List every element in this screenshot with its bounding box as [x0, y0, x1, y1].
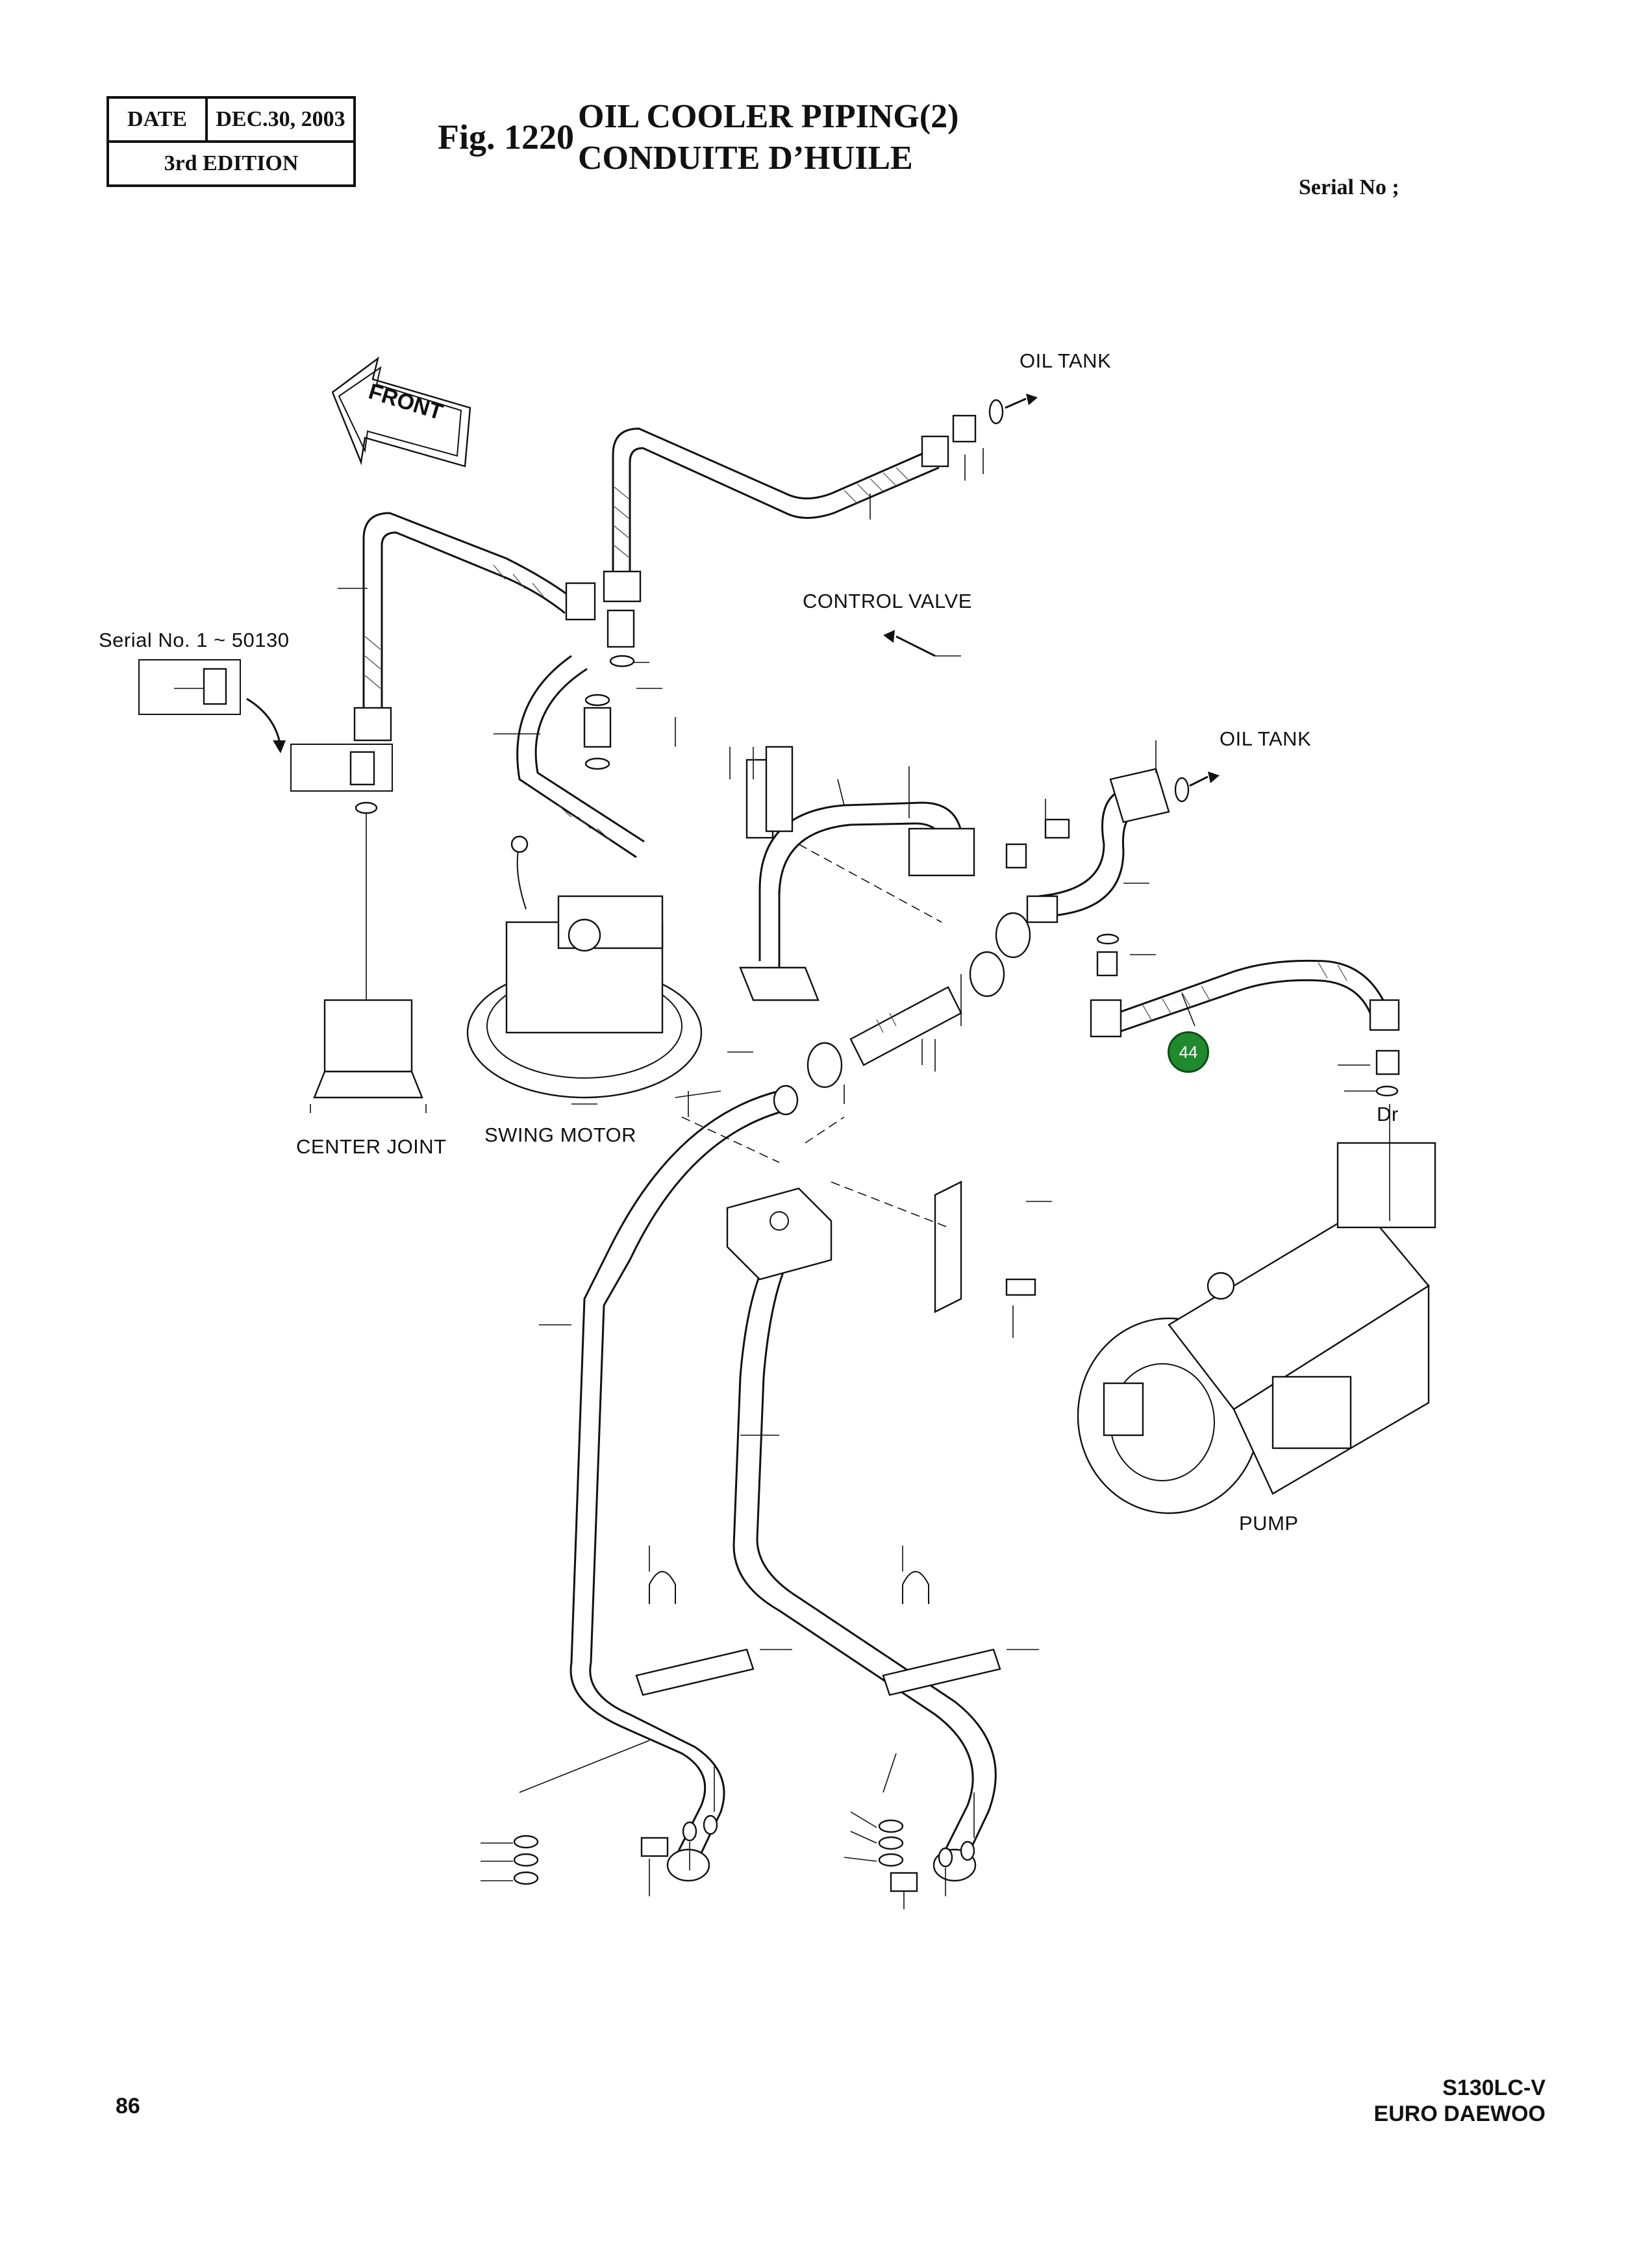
rubber-hose-clamps [807, 912, 1031, 1088]
front-arrow-icon [331, 357, 471, 468]
top-hose [603, 394, 1038, 603]
center-joint-hose [353, 512, 596, 742]
title-english: OIL COOLER PIPING(2) [578, 98, 959, 135]
drain-label: Dr [1377, 1103, 1399, 1125]
serial-inset [138, 659, 286, 753]
page-number: 86 [116, 2094, 140, 2118]
oil-tank-right-label: OIL TANK [1220, 727, 1312, 750]
brackets [635, 746, 1036, 1696]
oil-tank-right-hose [1026, 768, 1220, 923]
date-edition-box: DATE DEC.30, 2003 3rd EDITION [106, 96, 356, 187]
date-separator [205, 99, 208, 140]
figure-number: Fig. 1220 [438, 118, 574, 157]
oil-tank-top-label: OIL TANK [1020, 349, 1112, 372]
swing-motor-label: SWING MOTOR [484, 1124, 636, 1146]
date-row [109, 99, 353, 143]
swing-motor [466, 835, 703, 1099]
control-valve-label: CONTROL VALVE [803, 590, 972, 612]
swing-motor-hose [516, 609, 645, 859]
long-left-pipe [569, 1085, 799, 1882]
title-french: CONDUITE D’HUILE [578, 140, 913, 177]
model-name: S130LC-V [1442, 2076, 1546, 2100]
serial-number-label: Serial No ; [1299, 175, 1399, 199]
edition-label: 3rd EDITION [164, 151, 299, 175]
date-value: DEC.30, 2003 [216, 107, 345, 131]
serial-range-label: Serial No. 1 ~ 50130 [99, 629, 290, 651]
brand-name: EURO DAEWOO [1373, 2102, 1546, 2126]
callout-44[interactable]: 44 [1168, 1031, 1209, 1073]
center-joint-label: CENTER JOINT [296, 1135, 447, 1158]
leader-lines [338, 448, 1377, 1909]
pump-label: PUMP [1239, 1512, 1299, 1535]
center-joint [290, 744, 427, 1117]
hardware-washers [513, 818, 1070, 1892]
date-label: DATE [127, 107, 187, 131]
pump [1077, 1104, 1436, 1514]
drain-hose-44 [1090, 933, 1400, 1097]
